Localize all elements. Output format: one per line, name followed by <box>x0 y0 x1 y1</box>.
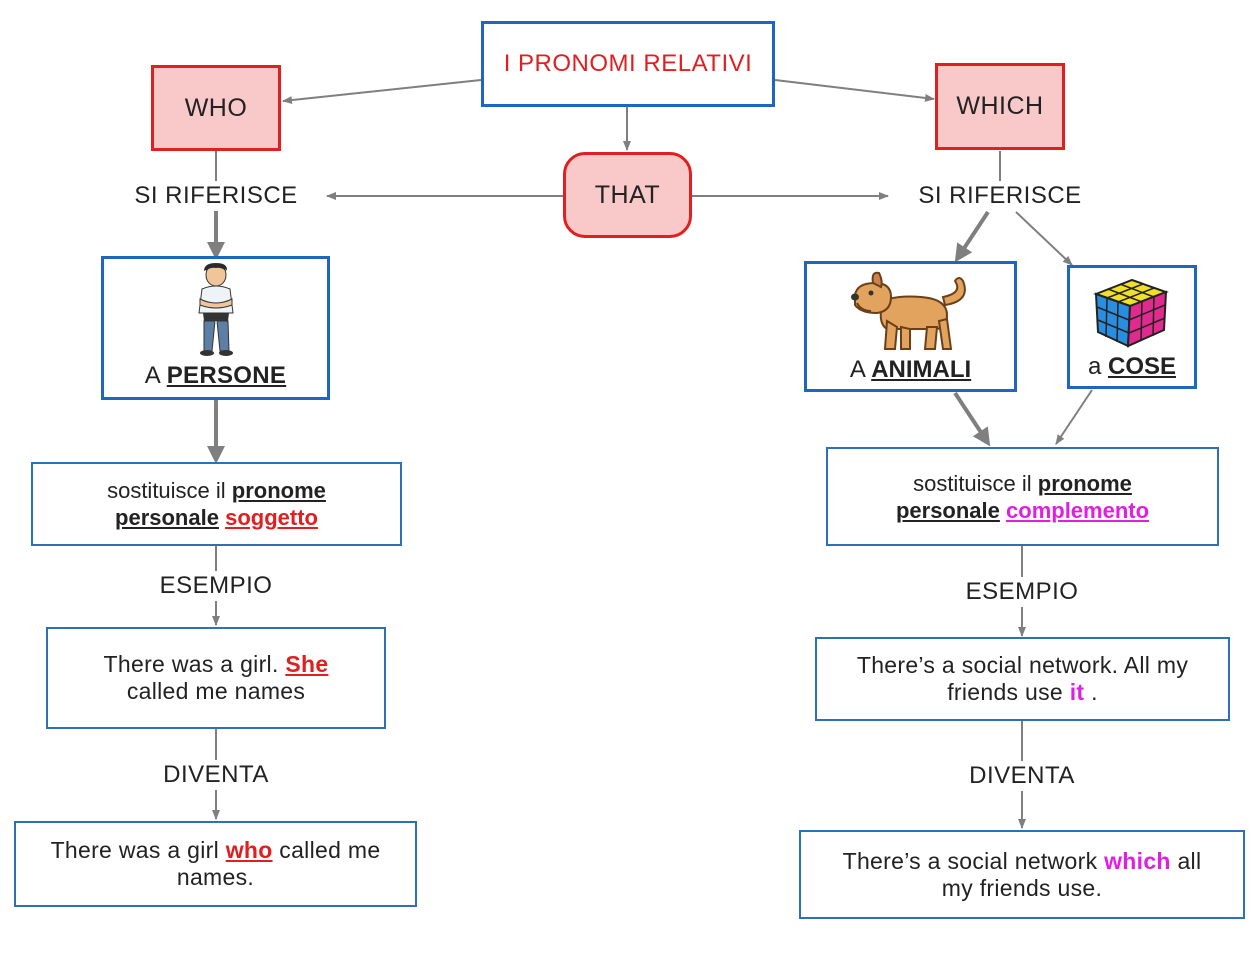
persone-prefix: A <box>144 362 160 389</box>
who-box: WHO <box>151 65 281 151</box>
left-sost-prefix: sostituisce il <box>107 478 226 503</box>
dog-icon <box>850 271 966 350</box>
right-sost-line2: personale complemento <box>896 497 1149 524</box>
which-text: WHICH <box>956 92 1044 120</box>
right-sost-type: complemento <box>1006 497 1150 523</box>
connector-cose-sost <box>1055 389 1093 445</box>
left-sost-type: soggetto <box>225 505 318 530</box>
right-esempio-label: ESEMPIO <box>952 577 1092 607</box>
man-icon <box>197 263 234 356</box>
left-example2-box: There was a girl who called me names. <box>14 821 417 907</box>
right-example2-line1: There’s a social network which all <box>843 848 1202 875</box>
right-sost-box: sostituisce il pronome personale complem… <box>826 447 1219 546</box>
left-sost-line2: personale soggetto <box>115 504 318 531</box>
left-example2-text-a: There was a girl <box>50 837 219 863</box>
left-example1-line1: There was a girl. She <box>104 651 329 678</box>
connector-title-who <box>282 79 482 105</box>
animali-text: ANIMALI <box>871 356 972 383</box>
left-example1-pronoun: She <box>285 651 329 677</box>
right-example2-relative: which <box>1104 847 1171 874</box>
persone-box: A PERSONE <box>101 256 330 400</box>
right-example2-text-b: all <box>1177 847 1202 874</box>
left-si-riferisce-label: SI RIFERISCE <box>124 181 308 211</box>
which-box: WHICH <box>935 63 1065 150</box>
right-example2-text-a: There’s a social network <box>842 847 1098 874</box>
persone-text: PERSONE <box>166 362 287 389</box>
right-example1-text-c: . <box>1091 679 1098 705</box>
left-sost-personale: personale <box>115 505 219 530</box>
title-box: I PRONOMI RELATIVI <box>481 21 775 107</box>
right-diventa-label: DIVENTA <box>952 761 1092 791</box>
animali-prefix: A <box>849 356 865 383</box>
that-text: THAT <box>594 180 661 209</box>
that-box: THAT <box>563 152 692 238</box>
rubik-cube-icon <box>1093 278 1169 348</box>
left-diventa-label: DIVENTA <box>146 760 286 790</box>
left-example1-box: There was a girl. She called me names <box>46 627 386 729</box>
right-example1-text-b: friends use <box>947 679 1064 705</box>
connector-right-animali <box>954 210 990 263</box>
right-si-riferisce-label: SI RIFERISCE <box>908 181 1092 211</box>
connector-right-cose <box>1015 211 1073 266</box>
right-example1-pronoun: it <box>1069 679 1085 705</box>
left-example2-line1: There was a girl who called me <box>51 837 381 864</box>
right-sost-line1: sostituisce il pronome <box>913 470 1132 497</box>
animali-label: A ANIMALI <box>850 357 971 383</box>
connector-animali-sost <box>953 391 991 447</box>
right-sost-prefix: sostituisce il <box>913 470 1032 496</box>
who-text: WHO <box>184 93 248 122</box>
left-sost-box: sostituisce il pronome personale soggett… <box>31 462 402 546</box>
right-example1-box: There’s a social network. All my friends… <box>815 637 1230 721</box>
right-example2-box: There’s a social network which all my fr… <box>799 830 1245 919</box>
left-example1-text-a: There was a girl. <box>103 651 279 677</box>
right-example2-text-c: my friends use. <box>941 874 1103 901</box>
left-example1-text-b: called me names <box>126 678 306 704</box>
right-example1-line2: friends use it . <box>947 679 1098 706</box>
connector-title-which <box>774 79 935 102</box>
cose-label: a COSE <box>1088 354 1176 380</box>
left-sost-line1: sostituisce il pronome <box>107 477 326 504</box>
cose-text: COSE <box>1108 353 1177 380</box>
persone-label: A PERSONE <box>145 363 286 389</box>
right-example1-text-a: There’s a social network. All my <box>856 652 1189 678</box>
left-sost-pronome: pronome <box>231 478 326 503</box>
left-esempio-label: ESEMPIO <box>146 571 286 601</box>
left-example2-relative: who <box>225 837 273 863</box>
right-sost-pronome: pronome <box>1037 470 1132 496</box>
cose-box: a COSE <box>1067 265 1197 389</box>
animali-box: A ANIMALI <box>804 261 1017 392</box>
cose-prefix: a <box>1087 353 1102 380</box>
title-text: I PRONOMI RELATIVI <box>503 50 753 77</box>
left-example2-text-c: names. <box>176 864 255 890</box>
right-sost-personale: personale <box>895 497 1000 523</box>
left-example2-text-b: called me <box>279 837 381 863</box>
